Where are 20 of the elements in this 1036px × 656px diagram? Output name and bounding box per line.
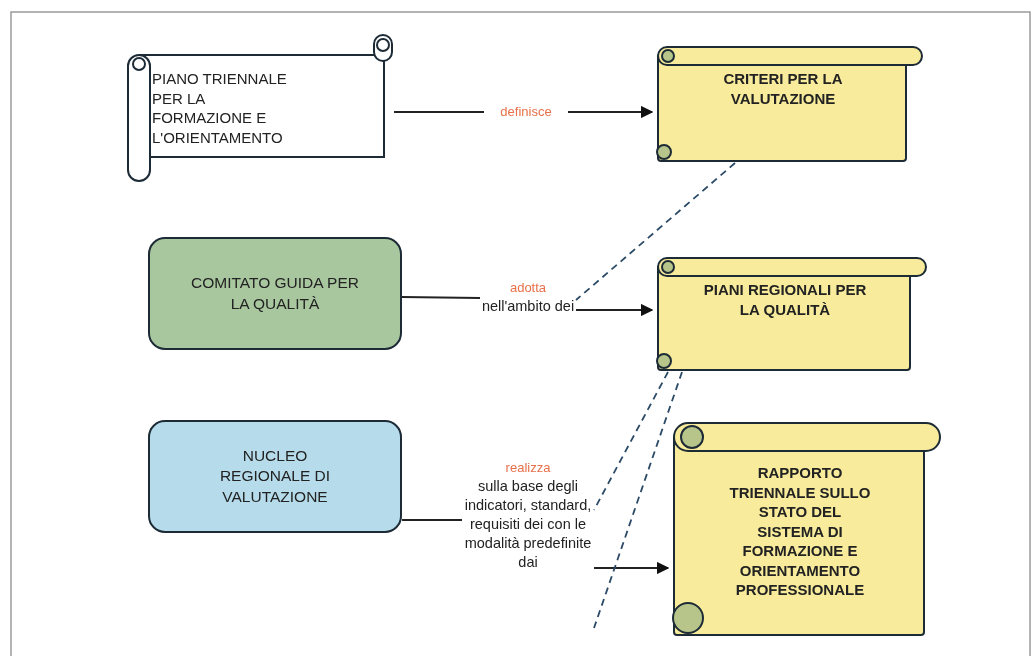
node-label: PIANI REGIONALI PER LA QUALITÀ [702, 280, 868, 319]
connector-line [401, 296, 481, 299]
arrow [593, 561, 670, 575]
connector-line [393, 111, 485, 113]
connector-line [401, 519, 463, 521]
relation-text: nell'ambito dei [481, 297, 575, 316]
arrow [575, 303, 654, 317]
node-label: CRITERI PER LA VALUTAZIONE [722, 69, 844, 108]
dashed-connector [593, 371, 669, 511]
node-label: COMITATO GUIDA PER LA QUALITÀ [190, 273, 360, 314]
relation-verb: realizza [505, 460, 551, 478]
dashed-connector [575, 162, 736, 301]
relation-verb: adotta [509, 280, 547, 297]
node-label: RAPPORTO TRIENNALE SULLO STATO DEL SISTEMA DI FORMAZIONE E ORIENTAMENTO PROFESSIONALE [728, 463, 872, 600]
node-label: PIANO TRIENNALE PER LA FORMAZIONE E L'ORIENTAMENTO [152, 69, 288, 147]
dashed-connector [593, 371, 683, 629]
arrow [567, 105, 654, 119]
relation-text: sulla base degli indicatori, standard, requisiti dei con le modalità predefinite dai [463, 477, 593, 572]
node-label: NUCLEO REGIONALE DI VALUTAZIONE [218, 446, 332, 507]
relation-verb: definisce [500, 103, 552, 121]
